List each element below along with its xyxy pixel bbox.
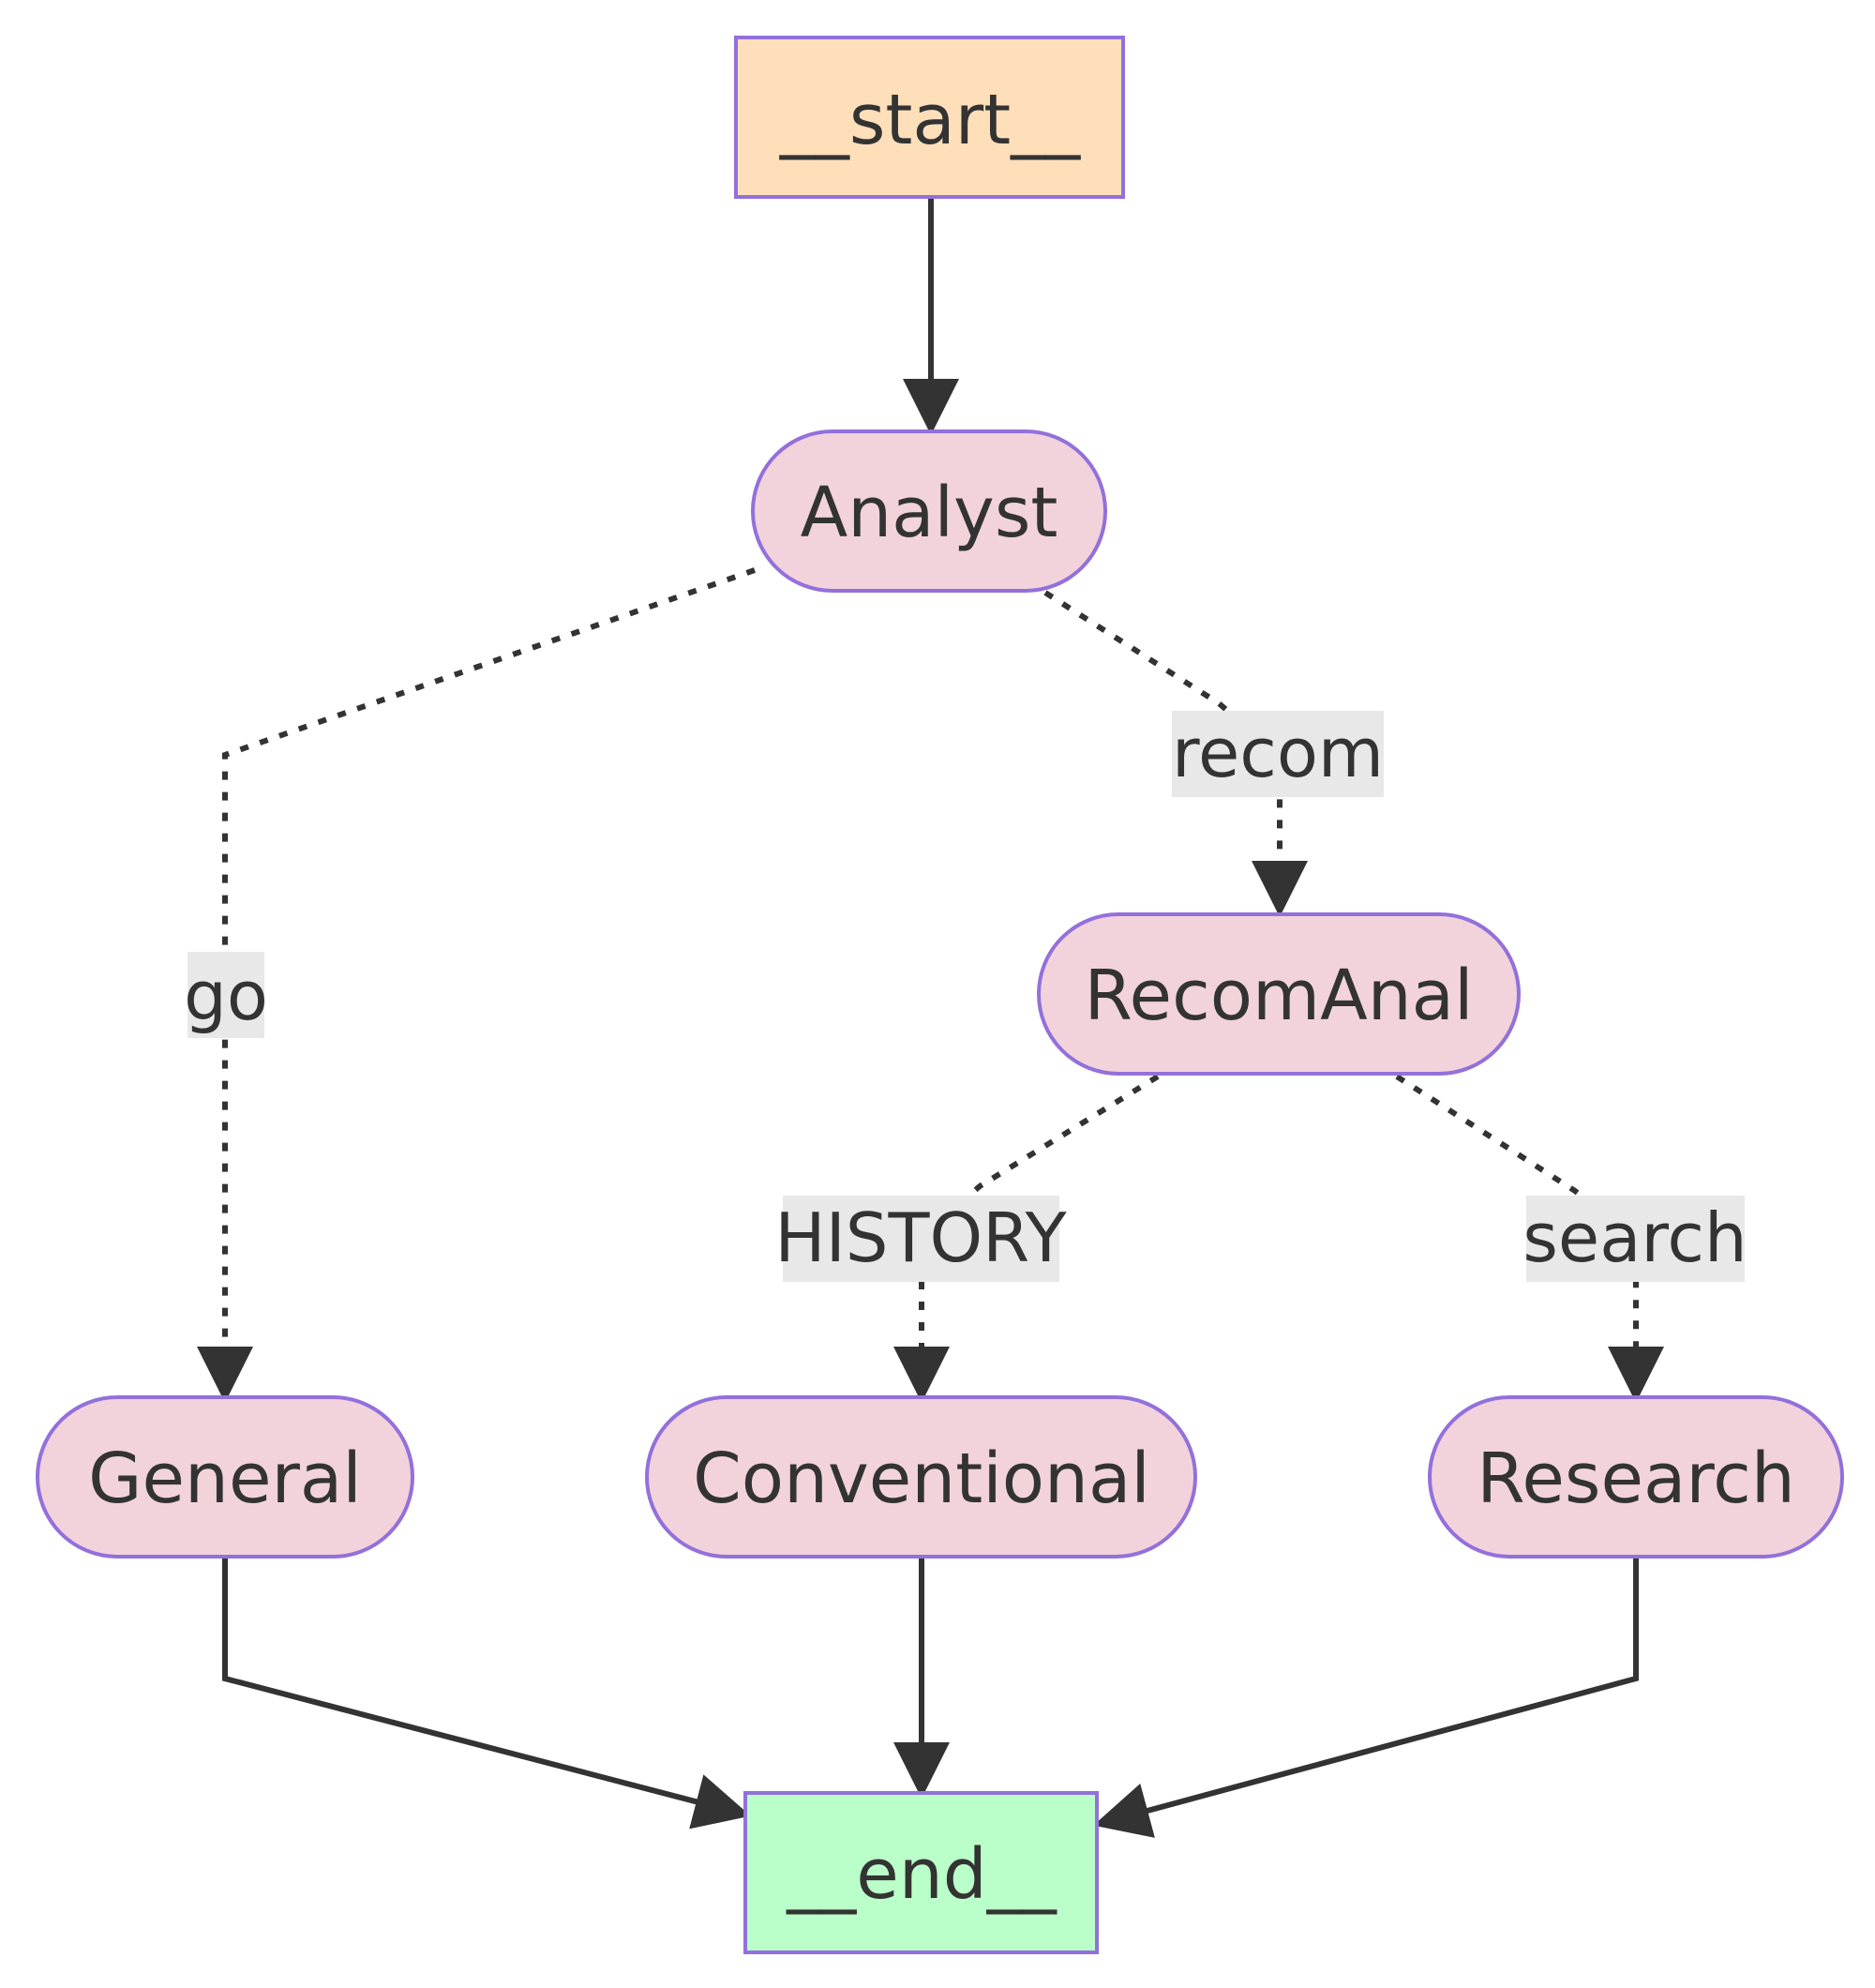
node-research[interactable]: Research [1428,1395,1844,1559]
edge-label-history: HISTORY [774,1196,1068,1282]
node-end-label: __end__ [786,1834,1057,1915]
edge-label-search-text: search [1522,1198,1747,1277]
node-end[interactable]: __end__ [743,1791,1099,1954]
node-research-label: Research [1477,1438,1794,1519]
node-start-label: __start__ [779,80,1081,160]
node-start[interactable]: __start__ [734,36,1125,199]
edge-labels: go recom HISTORY search [184,711,1748,1282]
node-conventional-label: Conventional [693,1438,1150,1519]
nodes: __start__ Analyst RecomAnal General Conv… [36,36,1844,1954]
edge-label-go-text: go [184,956,268,1035]
edge-analyst-general [197,567,756,1403]
edge-general-end [222,1557,751,1830]
node-general-label: General [88,1438,362,1519]
node-general[interactable]: General [36,1395,414,1559]
edge-label-go: go [184,952,268,1038]
edge-research-end [1093,1557,1639,1838]
node-recomanal-label: RecomAnal [1084,956,1473,1036]
node-analyst[interactable]: Analyst [751,429,1107,593]
edge-label-recom: recom [1172,711,1384,797]
node-analyst-label: Analyst [801,473,1058,553]
edge-label-history-text: HISTORY [774,1198,1067,1277]
edge-label-search: search [1522,1196,1748,1282]
node-conventional[interactable]: Conventional [645,1395,1197,1559]
edge-label-recom-text: recom [1172,714,1384,792]
node-recomanal[interactable]: RecomAnal [1037,912,1521,1076]
